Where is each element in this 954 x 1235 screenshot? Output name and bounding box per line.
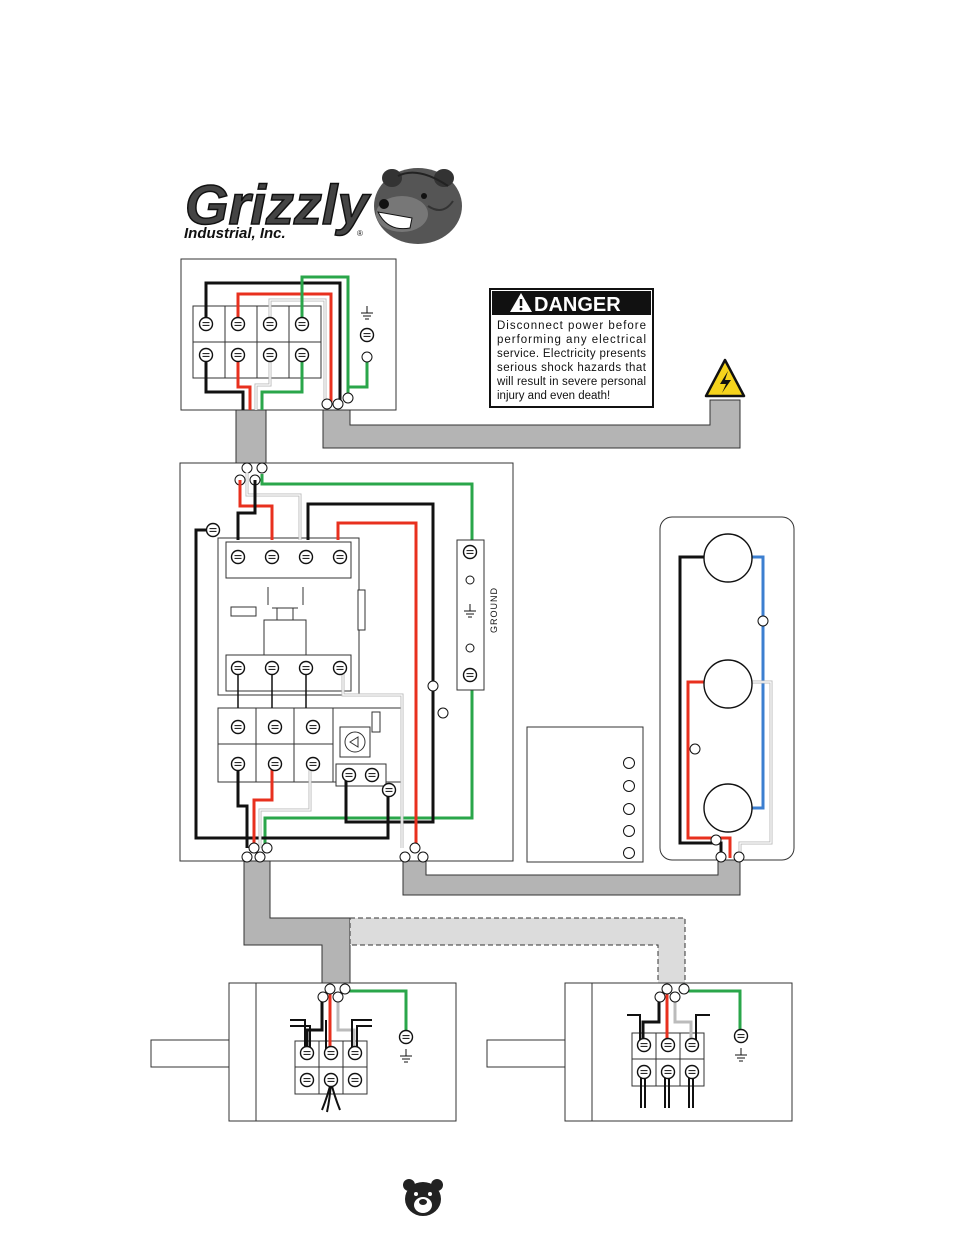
- danger-line: will result in severe personal: [496, 376, 646, 388]
- high-voltage-warning-icon: [706, 360, 744, 396]
- danger-line: injury and even death!: [497, 390, 610, 402]
- main-control-panel: GROUND: [180, 463, 513, 862]
- brand-subtitle: Industrial, Inc.: [184, 225, 286, 242]
- danger-label: DANGER Disconnect power before performin…: [490, 289, 653, 407]
- motor-2: [487, 983, 792, 1121]
- bear-head-icon: [374, 168, 462, 244]
- registered-mark: ®: [357, 229, 363, 238]
- danger-line: serious shock hazards that: [497, 362, 647, 374]
- push-button: [704, 660, 752, 708]
- terminal-box: [527, 727, 643, 862]
- danger-title: DANGER: [534, 294, 621, 316]
- motor-1: [151, 983, 456, 1121]
- grizzly-logo: Grizzly Industrial, Inc. ®: [184, 168, 462, 244]
- control-station: [660, 517, 794, 862]
- danger-line: performing any electrical: [497, 334, 646, 346]
- push-button: [704, 534, 752, 582]
- danger-line: service. Electricity presents: [497, 348, 646, 360]
- danger-line: Disconnect power before: [497, 320, 646, 332]
- ground-label: GROUND: [489, 587, 499, 633]
- bear-head-icon: [403, 1179, 443, 1216]
- push-button: [704, 784, 752, 832]
- switch-box: [181, 259, 396, 410]
